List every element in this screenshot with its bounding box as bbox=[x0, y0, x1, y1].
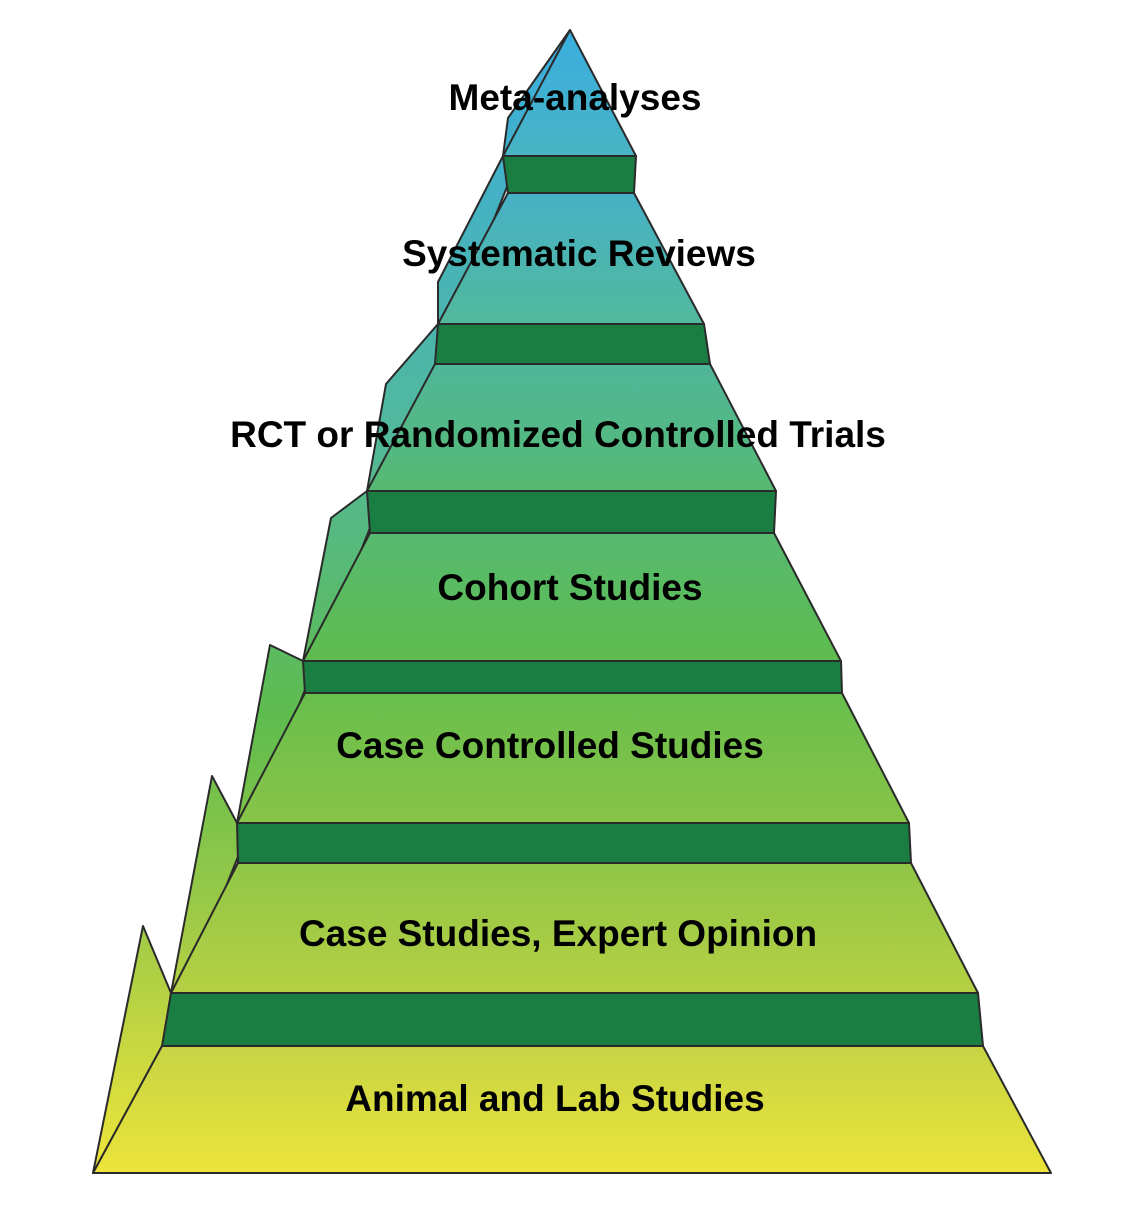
level-label-animal-lab-studies: Animal and Lab Studies bbox=[345, 1078, 764, 1119]
pyramid-level-case-controlled-studies bbox=[236, 692, 910, 824]
level-label-rct: RCT or Randomized Controlled Trials bbox=[230, 414, 886, 455]
pyramid-level-rct bbox=[366, 363, 777, 492]
separator-band-6 bbox=[161, 992, 984, 1047]
pyramid-level-animal-lab-studies bbox=[92, 1045, 1052, 1174]
level-label-systematic-reviews: Systematic Reviews bbox=[402, 233, 756, 274]
separator-band-1 bbox=[502, 155, 637, 194]
level-label-case-controlled-studies: Case Controlled Studies bbox=[336, 725, 764, 766]
level-label-cohort-studies: Cohort Studies bbox=[437, 567, 702, 608]
level-label-case-studies-expert-opinion: Case Studies, Expert Opinion bbox=[299, 913, 817, 954]
separator-band-4 bbox=[302, 660, 843, 694]
separator-band-5 bbox=[236, 822, 912, 864]
pyramid-level-meta-analyses bbox=[502, 29, 637, 157]
pyramid-level-case-studies-expert-opinion bbox=[170, 862, 979, 994]
pyramid-separator-bands bbox=[161, 155, 984, 1047]
separator-band-2 bbox=[434, 323, 711, 365]
pyramid-level-cohort-studies bbox=[302, 532, 842, 662]
pyramid-levels bbox=[92, 29, 1052, 1174]
separator-band-3 bbox=[366, 490, 777, 534]
level-label-meta-analyses: Meta-analyses bbox=[449, 77, 702, 118]
pyramid-level-systematic-reviews bbox=[437, 192, 705, 325]
